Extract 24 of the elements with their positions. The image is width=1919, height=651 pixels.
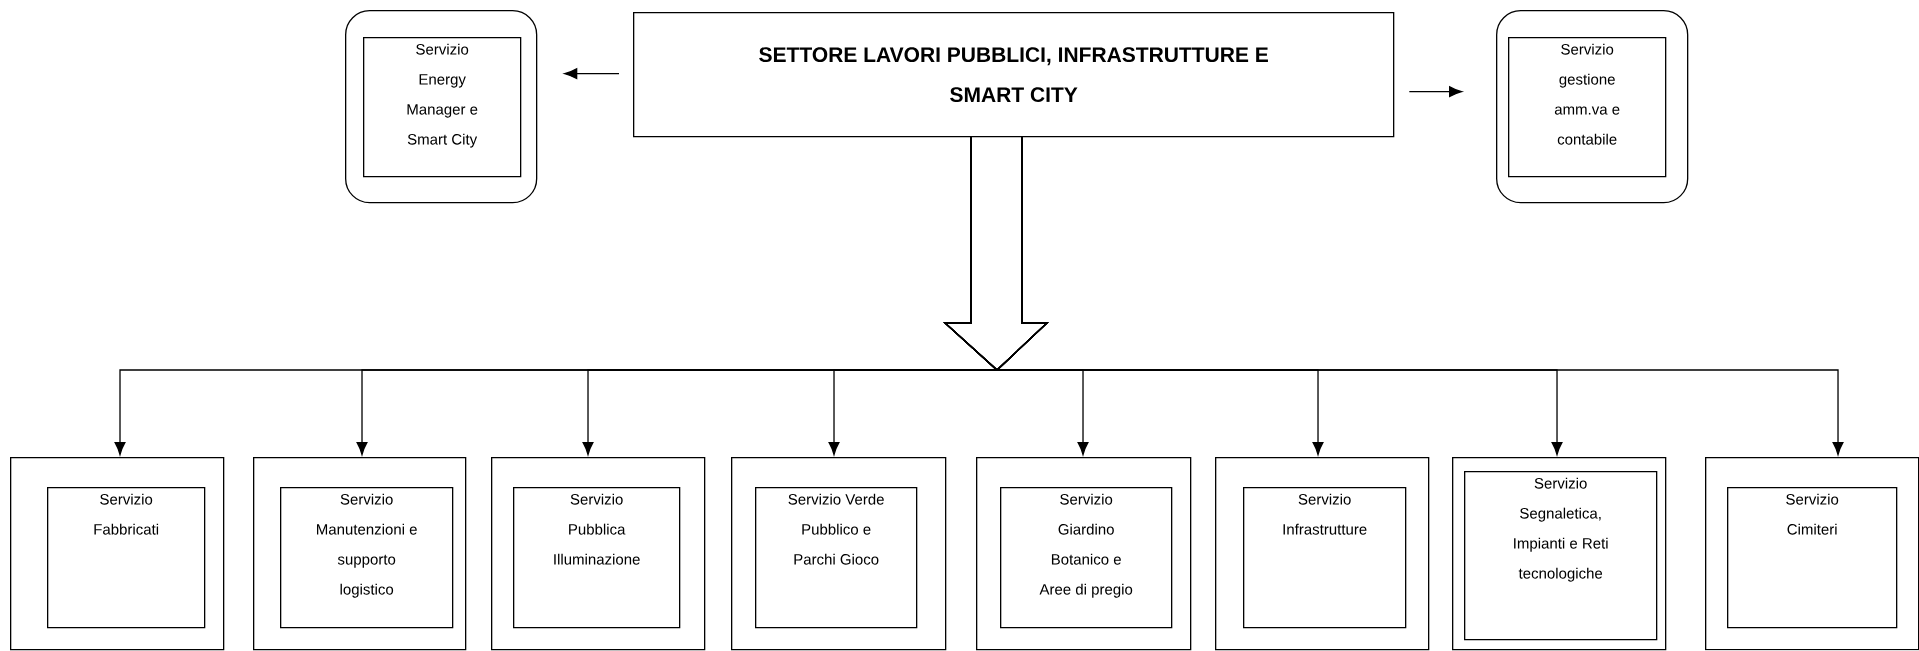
service-box: Servizio gestione amm.va e contabile [1508,37,1667,178]
outer-frame [491,457,706,651]
outer-frame [1705,457,1919,651]
outer-frame [1215,457,1430,651]
service-box: Servizio Infrastrutture [1243,487,1407,629]
outer-frame [253,457,467,651]
outer-frame [976,457,1192,651]
arrow [564,68,620,80]
service-box: Servizio Manutenzioni e supporto logistico [280,487,454,629]
arrow [943,136,1844,456]
outer-frame [1452,457,1667,651]
arrow [1408,86,1463,98]
service-box: Servizio Giardino Botanico e Aree di pregio [1000,487,1173,629]
outer-frame [10,457,225,651]
service-box: Servizio Segnaletica, Impianti e Reti tecnologiche [1464,471,1658,641]
service-box: Servizio Verde Pubblico e Parchi Gioco [755,487,918,629]
service-box: Servizio Pubblica Illuminazione [513,487,681,629]
rounded-frame [345,10,538,204]
service-box: Servizio Cimiteri [1727,487,1898,629]
service-box: Servizio Energy Manager e Smart City [363,37,522,178]
title-box: SETTORE LAVORI PUBBLICI, INFRASTRUTTURE E SMART CITY [633,12,1395,138]
rounded-frame [1496,10,1689,204]
outer-frame [731,457,947,651]
service-box: Servizio Fabbricati [47,487,206,629]
